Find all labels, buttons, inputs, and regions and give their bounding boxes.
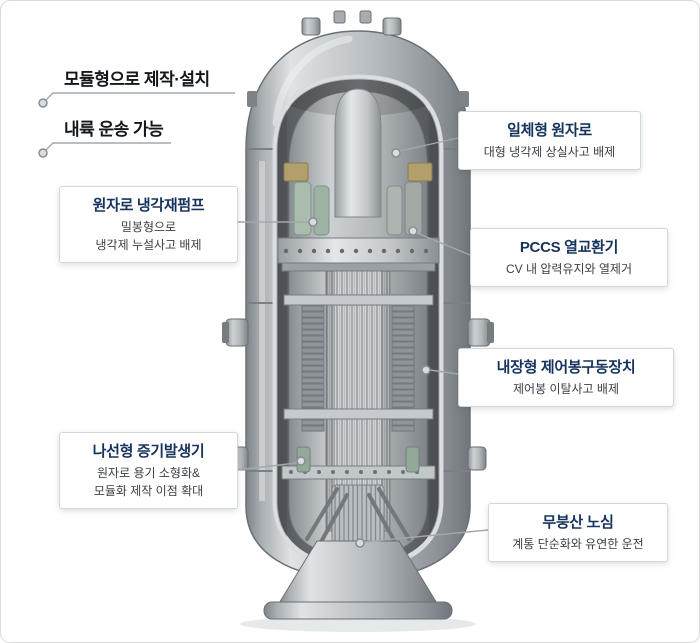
callout-title: 내장형 제어봉구동장치 bbox=[496, 359, 636, 376]
callout-subtitle: 밀봉형으로 냉각제 누설사고 배제 bbox=[68, 218, 229, 254]
leader-crdm bbox=[421, 365, 459, 375]
leader-dot bbox=[408, 226, 418, 236]
leader-sg bbox=[236, 456, 306, 471]
valve-green bbox=[405, 446, 420, 473]
lifting-lug bbox=[459, 91, 469, 107]
callout-subtitle-line: 모듈화 제작 이점 확대 bbox=[93, 484, 204, 498]
leader-dot bbox=[38, 148, 48, 158]
leader-dot bbox=[421, 365, 431, 375]
callout-subtitle-line: 계통 단순화와 유연한 운전 bbox=[512, 537, 644, 551]
callout-boron-free-core: 무붕산 노심 계통 단순화와 유연한 운전 bbox=[488, 503, 668, 562]
callout-pccs-heat-exchanger: PCCS 열교환기 CV 내 압력유지와 열제거 bbox=[470, 228, 668, 287]
label-inland-transport: 내륙 운송 가능 bbox=[64, 120, 164, 139]
leader-core bbox=[355, 529, 489, 548]
lifting-lug bbox=[247, 91, 257, 107]
leader-dot bbox=[296, 456, 306, 466]
ground-shadow bbox=[240, 616, 476, 632]
leader-pump bbox=[237, 217, 318, 227]
leader-dot bbox=[391, 148, 401, 158]
insulation-block bbox=[283, 162, 309, 182]
callout-title: 나선형 증기발생기 bbox=[92, 443, 205, 460]
support-braces bbox=[305, 487, 411, 544]
dome-highlight bbox=[272, 35, 353, 127]
callout-subtitle-line: 제어봉 이탈사고 배제 bbox=[512, 382, 620, 396]
callout-subtitle: 원자로 용기 소형화& 모듈화 제작 이점 확대 bbox=[68, 464, 229, 500]
cut-depth-shadow bbox=[429, 77, 441, 567]
leader-modular bbox=[38, 92, 235, 108]
leader-dot bbox=[308, 217, 318, 227]
leader-dot bbox=[355, 538, 365, 548]
shell-seams bbox=[246, 148, 470, 472]
callout-title: PCCS 열교환기 bbox=[519, 239, 619, 256]
leader-dot bbox=[38, 98, 48, 108]
callout-helical-steam-generator: 나선형 증기발생기 원자로 용기 소형화& 모듈화 제작 이점 확대 bbox=[59, 432, 238, 509]
leader-pccs bbox=[408, 226, 471, 256]
callout-subtitle-line: 원자로 용기 소형화& bbox=[97, 466, 200, 480]
callout-subtitle-line: 대형 냉각제 상실사고 배제 bbox=[483, 145, 616, 159]
callout-reactor-coolant-pump: 원자로 냉각재펌프 밀봉형으로 냉각제 누설사고 배제 bbox=[59, 186, 238, 263]
label-modular-manufacture: 모듈형으로 제작·설치 bbox=[64, 70, 210, 89]
upper-flange bbox=[277, 237, 440, 272]
insulation-block bbox=[407, 162, 433, 182]
support-rings bbox=[281, 294, 436, 480]
callout-title: 무붕산 노심 bbox=[542, 514, 614, 531]
support-skirt bbox=[263, 540, 453, 620]
pressurizer-dome bbox=[334, 88, 382, 218]
vessel-cutaway bbox=[272, 74, 444, 570]
leader-lines bbox=[38, 92, 489, 548]
callout-subtitle: 제어봉 이탈사고 배제 bbox=[467, 380, 665, 398]
dome-nub bbox=[301, 17, 321, 36]
callout-subtitle: 대형 냉각제 상실사고 배제 bbox=[467, 143, 632, 161]
leader-integral bbox=[391, 137, 459, 158]
dome-nub bbox=[382, 17, 402, 36]
callout-title: 원자로 냉각재펌프 bbox=[92, 197, 205, 214]
dome-nub bbox=[333, 10, 346, 24]
callout-subtitle: CV 내 압력유지와 열제거 bbox=[479, 260, 659, 278]
callout-subtitle-line: 밀봉형으로 bbox=[120, 220, 177, 234]
callout-subtitle-line: 냉각제 누설사고 배제 bbox=[95, 238, 202, 252]
callout-subtitle: 계통 단순화와 유연한 운전 bbox=[497, 535, 659, 553]
cut-depth-shadow bbox=[275, 77, 287, 567]
callout-integral-reactor: 일체형 원자로 대형 냉각제 상실사고 배제 bbox=[458, 111, 641, 170]
callout-title: 일체형 원자로 bbox=[507, 122, 592, 139]
dome-nub bbox=[359, 10, 372, 24]
callout-subtitle-line: CV 내 압력유지와 열제거 bbox=[505, 262, 633, 276]
callout-internal-crdm: 내장형 제어봉구동장치 제어봉 이탈사고 배제 bbox=[458, 348, 674, 407]
leader-inland bbox=[38, 142, 171, 158]
